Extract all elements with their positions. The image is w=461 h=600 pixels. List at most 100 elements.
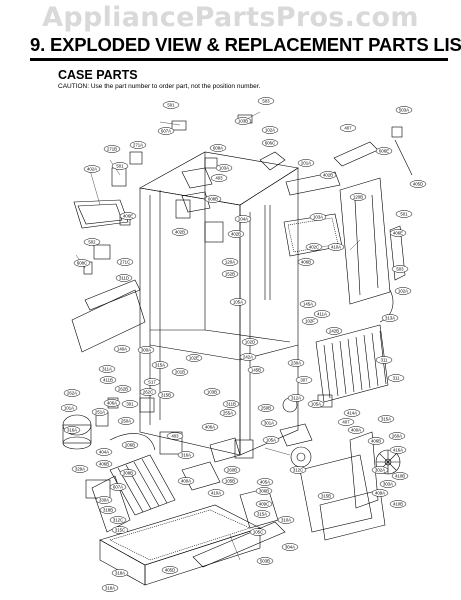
part-label: 400A: [351, 428, 361, 433]
part-label: 271A: [133, 143, 143, 148]
part-label: 315B: [161, 393, 171, 398]
part-label: 608B: [208, 197, 218, 202]
part-label: 105A: [311, 402, 321, 407]
part-label: 406E: [123, 214, 133, 219]
part-label: 260A: [392, 434, 402, 439]
part-label: 312C: [113, 518, 123, 523]
part-label: 318A: [115, 571, 125, 576]
part-label: 103B: [207, 390, 217, 395]
watermark: AppliancePartsPros.com: [42, 2, 419, 33]
part-label: 152B: [225, 272, 235, 277]
part-label: 607A: [113, 485, 123, 490]
part-label: 103A: [313, 215, 323, 220]
part-label: 102D: [245, 340, 255, 345]
part-label: 103B: [238, 119, 248, 124]
part-label: 414A: [347, 411, 357, 416]
part-label: 315B: [321, 494, 331, 499]
compressor-icon: [62, 414, 92, 450]
part-label: 607A: [161, 129, 171, 134]
part-label: 271B: [107, 147, 117, 152]
part-label: 405D: [413, 182, 423, 187]
part-label: 402B: [231, 232, 241, 237]
part-label: 318B: [103, 508, 113, 513]
condenser-icon: [109, 433, 176, 516]
part-label: 250A: [121, 419, 131, 424]
part-label: 255A: [223, 411, 233, 416]
part-label: 410A: [331, 245, 341, 250]
part-label: 101A: [64, 406, 74, 411]
part-label: 402B: [323, 173, 333, 178]
part-label: 250B: [261, 406, 271, 411]
part-label: 608A: [213, 146, 223, 151]
part-label: 606C: [265, 141, 275, 146]
part-label: 406E: [393, 231, 403, 236]
part-label: 105A: [266, 438, 276, 443]
part-label: 407: [342, 420, 350, 425]
part-label: 406B: [371, 439, 381, 444]
part-label: 303A: [383, 482, 393, 487]
part-label: 503B: [260, 559, 270, 564]
part-label: 406A: [107, 401, 117, 406]
part-label: 102A: [265, 128, 275, 133]
part-label: 404A: [99, 450, 109, 455]
part-label: 242B: [329, 329, 339, 334]
part-label: 251A: [95, 410, 105, 415]
part-label: 102F: [305, 319, 315, 324]
part-label: S17: [148, 380, 156, 385]
page-title: 9. EXPLODED VIEW & REPLACEMENT PARTS LIS…: [30, 34, 461, 55]
part-label: 400A: [181, 479, 191, 484]
part-label: 230A: [291, 361, 301, 366]
part-label: 311: [381, 358, 388, 363]
part-label: 318A: [105, 586, 115, 591]
part-label: 501: [116, 164, 124, 169]
part-label: 102E: [189, 356, 199, 361]
part-label: 271C: [120, 260, 130, 265]
part-label: 608C: [77, 261, 87, 266]
part-label: 105C: [253, 530, 263, 535]
part-label: 300A: [141, 348, 151, 353]
part-label: 120A: [225, 260, 235, 265]
part-label: 311A: [102, 367, 112, 372]
part-label: 409A: [375, 491, 385, 496]
title-rule: [30, 58, 448, 61]
part-label: 308B: [123, 471, 133, 476]
part-label: 242A: [243, 355, 253, 360]
part-label: 503: [262, 99, 270, 104]
part-label: 316A: [181, 453, 191, 458]
part-label: 311D: [119, 276, 129, 281]
part-label: 402A: [87, 167, 97, 172]
caution-note: CAUTION: Use the part number to order pa…: [58, 83, 261, 90]
part-label: 405D: [165, 568, 175, 573]
part-label: 307: [300, 378, 308, 383]
part-label: 406B: [99, 462, 109, 467]
part-label: 301A: [264, 421, 274, 426]
part-label: 312C: [293, 468, 303, 473]
part-label: 145B: [251, 368, 261, 373]
part-label: 501: [167, 103, 175, 108]
part-label: 204A: [238, 217, 248, 222]
part-label: 310A: [281, 518, 291, 523]
part-label: 411B: [103, 378, 113, 383]
part-label: 406B: [301, 260, 311, 265]
part-label: 201B: [175, 370, 185, 375]
evaporator-icon: [315, 289, 394, 403]
part-label: 316A: [67, 428, 77, 433]
part-label: 262B: [118, 387, 128, 392]
part-label: 312A: [291, 396, 301, 401]
part-label: 410B: [393, 502, 403, 507]
part-label: 606E: [379, 149, 389, 154]
part-label: 304A: [285, 545, 295, 550]
part-label: 402C: [309, 245, 319, 250]
part-label: 315C: [115, 528, 125, 533]
part-label: 409C: [259, 502, 269, 507]
part-label: 301: [126, 402, 134, 407]
part-label: 406A: [205, 425, 215, 430]
part-label: 103A: [219, 166, 229, 171]
part-label: 102A: [398, 289, 408, 294]
part-label: 145A: [303, 302, 313, 307]
part-label: 403: [171, 434, 179, 439]
part-label: 501: [400, 212, 408, 217]
part-label: 402B: [175, 230, 185, 235]
part-label: 105B: [225, 479, 235, 484]
part-label: 206B: [125, 443, 135, 448]
